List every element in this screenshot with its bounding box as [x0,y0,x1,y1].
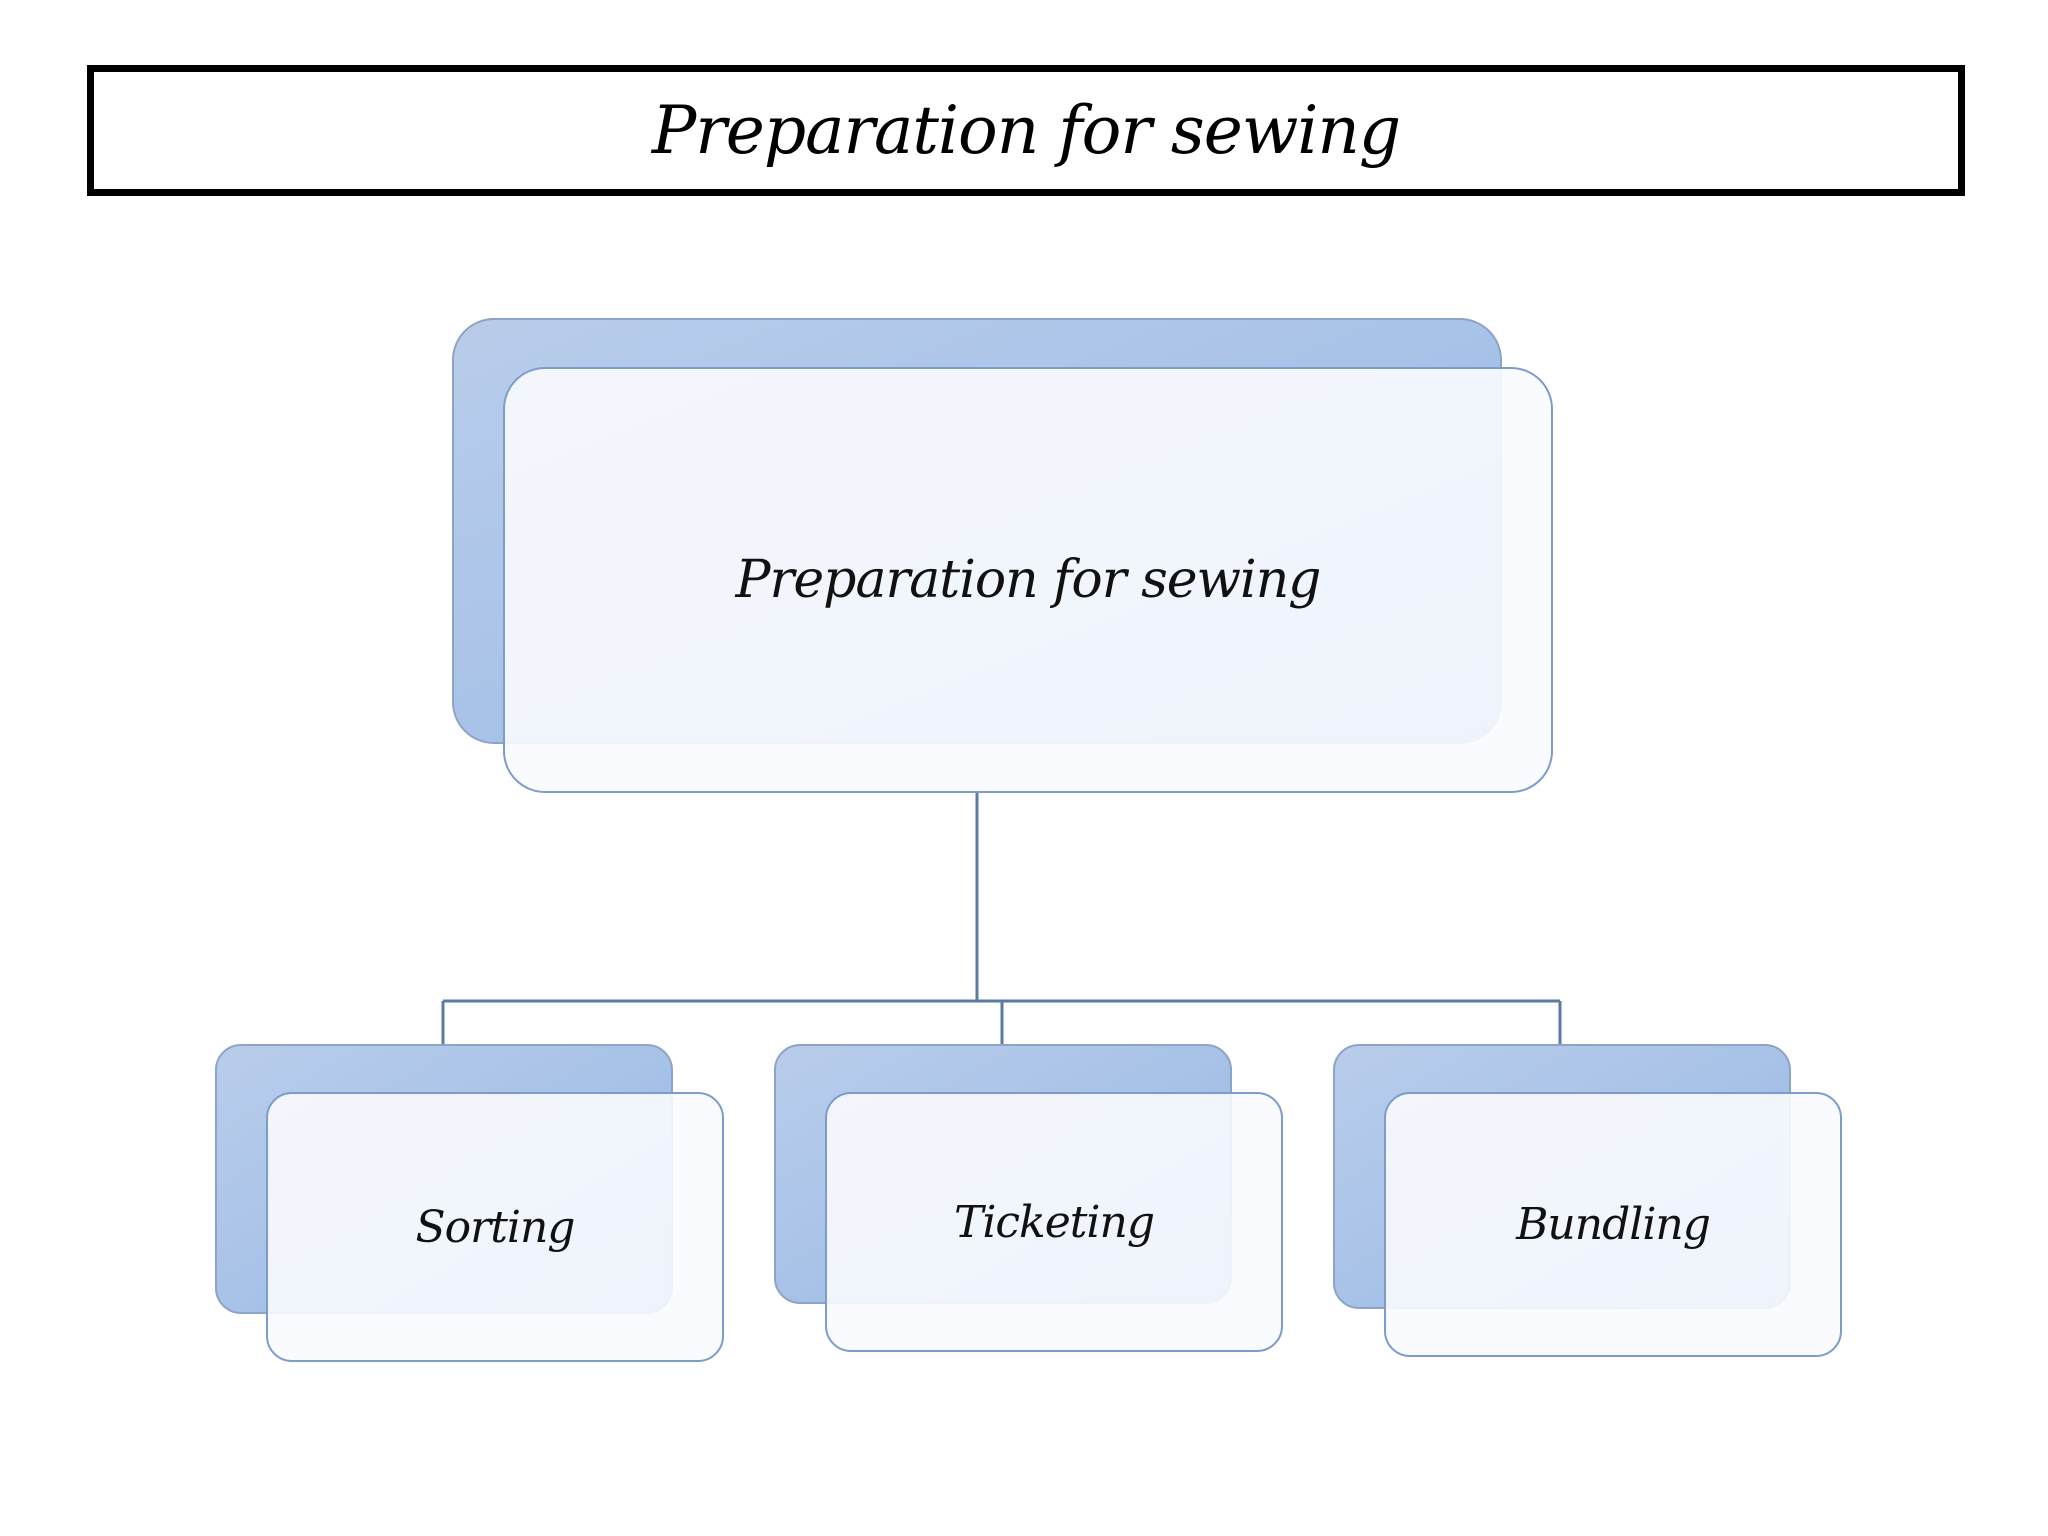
child-node-label: Sorting [415,1201,576,1253]
child-node-label: Bundling [1516,1199,1711,1250]
child-node-sorting: Sorting [266,1092,724,1362]
slide-title: Preparation for sewing [651,92,1401,169]
root-node: Preparation for sewing [503,367,1553,793]
title-box: Preparation for sewing [87,65,1965,196]
child-node-label: Ticketing [953,1196,1155,1248]
child-node-ticketing: Ticketing [825,1092,1283,1352]
child-node-bundling: Bundling [1384,1092,1842,1357]
root-node-label: Preparation for sewing [735,550,1322,610]
